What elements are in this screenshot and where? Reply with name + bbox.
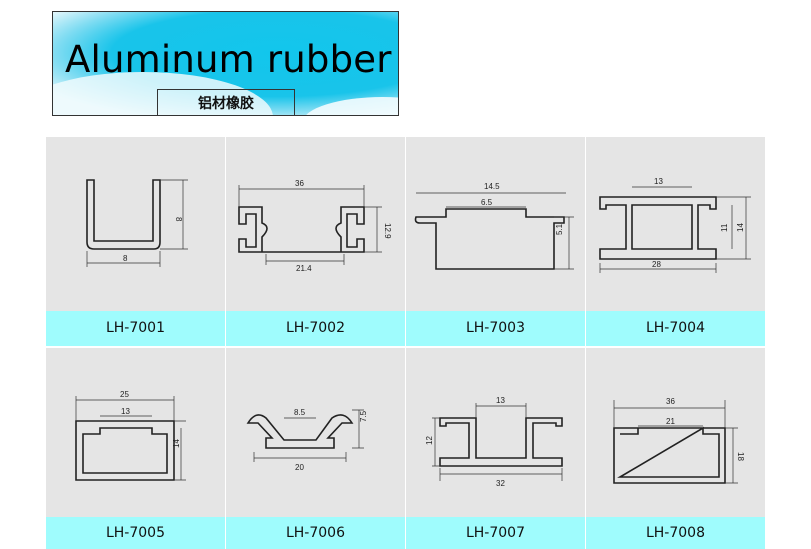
- profile-drawing: 14.5 6.5 5.1: [414, 182, 574, 270]
- dimension-label: 25: [120, 390, 129, 399]
- dimension-label: 6.5: [481, 198, 493, 207]
- product-code: LH-7006: [226, 517, 405, 549]
- dimension-label: 32: [496, 479, 505, 488]
- dimension-label: 14.5: [484, 182, 500, 191]
- product-code: LH-7005: [46, 517, 225, 549]
- profile-drawing: 36 21 18: [613, 397, 745, 484]
- dimension-label: 14: [172, 439, 181, 448]
- dimension-label: 36: [666, 397, 675, 406]
- profile-drawing: 13 28 11 14: [599, 177, 751, 273]
- dimension-label: 7.5: [359, 410, 368, 422]
- banner-decoration: [303, 97, 398, 115]
- header-banner: Aluminum rubber 铝材橡胶: [52, 11, 399, 116]
- product-card[interactable]: 25 13 14 LH-7005: [46, 348, 225, 549]
- product-grid: 8 8 LH-7001 36 21.4 12.9 LH-7002 14.5 6.…: [46, 137, 765, 549]
- dimension-label: 8: [174, 217, 183, 222]
- dimension-label: 28: [652, 260, 661, 269]
- profile-drawing: 25 13 14: [75, 390, 186, 481]
- product-card[interactable]: 8 8 LH-7001: [46, 137, 225, 346]
- dimension-label: 5.1: [555, 223, 564, 235]
- dimension-label: 21.4: [296, 264, 312, 273]
- product-code: LH-7004: [586, 311, 765, 346]
- profile-drawing: 36 21.4 12.9: [238, 179, 392, 273]
- product-card[interactable]: 8.5 20 7.5 LH-7006: [226, 348, 405, 549]
- product-card[interactable]: 36 21.4 12.9 LH-7002: [226, 137, 405, 346]
- product-code: LH-7007: [406, 517, 585, 549]
- dimension-label: 8: [123, 254, 128, 263]
- product-code: LH-7001: [46, 311, 225, 346]
- dimension-label: 18: [736, 452, 745, 461]
- dimension-label: 14: [736, 223, 745, 232]
- dimension-label: 13: [654, 177, 663, 186]
- product-card[interactable]: 13 32 12 LH-7007: [406, 348, 585, 549]
- dimension-label: 13: [121, 407, 130, 416]
- product-code: LH-7002: [226, 311, 405, 346]
- product-code: LH-7008: [586, 517, 765, 549]
- profile-drawing: 8 8: [86, 179, 188, 267]
- dimension-label: 36: [295, 179, 304, 188]
- dimension-label: 8.5: [294, 408, 306, 417]
- dimension-label: 20: [295, 463, 304, 472]
- product-card[interactable]: 13 28 11 14 LH-7004: [586, 137, 765, 346]
- dimension-label: 11: [720, 223, 729, 232]
- dimension-label: 13: [496, 396, 505, 405]
- dimension-label: 12.9: [383, 223, 392, 239]
- dimension-label: 21: [666, 417, 675, 426]
- profile-drawing: 13 32 12: [425, 396, 563, 488]
- banner-subtitle: 铝材橡胶: [157, 89, 295, 115]
- profile-drawing: 8.5 20 7.5: [246, 408, 368, 472]
- product-card[interactable]: 36 21 18 LH-7008: [586, 348, 765, 549]
- banner-title: Aluminum rubber: [65, 38, 392, 81]
- product-code: LH-7003: [406, 311, 585, 346]
- dimension-label: 12: [425, 436, 434, 445]
- product-card[interactable]: 14.5 6.5 5.1 LH-7003: [406, 137, 585, 346]
